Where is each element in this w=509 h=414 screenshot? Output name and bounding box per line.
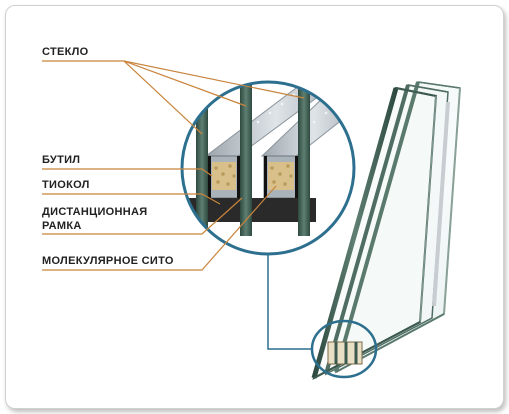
window-unit [311, 81, 461, 380]
window-edge-back [334, 81, 420, 373]
leader-molecular-sieve [42, 185, 277, 271]
glass-pane-2 [240, 82, 252, 236]
leader-lines [42, 60, 305, 271]
double-glazed-window-diagram [42, 60, 461, 380]
leader-butyl [42, 168, 213, 177]
butyl-strip-4 [295, 156, 298, 198]
butyl-strip-1 [208, 156, 211, 198]
leader-thiokol [42, 193, 221, 205]
magnified-cross-section [182, 82, 354, 254]
butyl-strip-2 [237, 156, 240, 198]
window-edge-outer [311, 87, 399, 379]
butyl-strip-3 [264, 156, 267, 198]
label-spacer-line2: РАМКА [42, 220, 82, 232]
label-thiokol: ТИОКОЛ [42, 179, 90, 191]
magnifier-callout-ring [180, 80, 356, 256]
diagram-frame: СТЕКЛО БУТИЛ ТИОКОЛ ДИСТАНЦИОННАЯ РАМКА … [5, 5, 504, 409]
glass-pane-3 [298, 82, 310, 236]
window-edge-mid [324, 84, 410, 375]
label-molecular-sieve: МОЛЕКУЛЯРНОЕ СИТО [42, 255, 174, 267]
glass-pane-1 [196, 82, 208, 236]
label-glass: СТЕКЛО [42, 46, 89, 58]
callout-connector [267, 254, 312, 350]
label-spacer-line1: ДИСТАНЦИОННАЯ [42, 206, 148, 218]
label-butyl: БУТИЛ [42, 154, 81, 166]
leader-spacer [42, 197, 243, 235]
desiccant-1 [212, 162, 236, 190]
